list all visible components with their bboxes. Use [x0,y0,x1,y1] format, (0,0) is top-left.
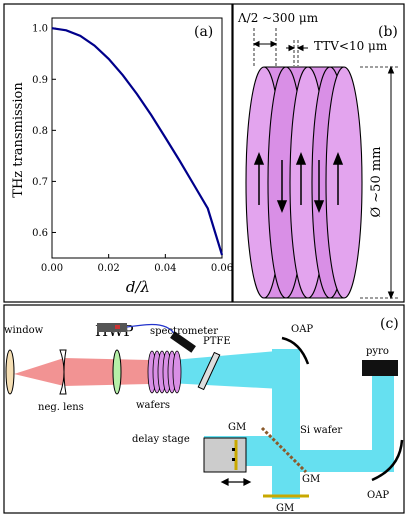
panel-c-frame [3,304,405,514]
pyro-label: pyro [366,346,389,357]
ptfe-label: PTFE [203,336,231,347]
gm-left-label: GM [228,422,246,433]
panel-b-label: (b) [378,24,398,40]
y-tick-label: 0.8 [32,126,48,137]
ttv-label: TTV<10 μm [314,39,388,53]
spectrometer-label: spectrometer [150,326,218,337]
y-tick-label: 0.7 [32,177,48,188]
wafers-element [147,350,182,394]
panel-b: (b) Λ/2 ~300 μm TTV<10 μm Ø ~50 mm [232,3,405,303]
spectrometer-box [97,323,127,332]
y-tick-label: 1.0 [32,24,48,35]
panel-c: (c) window neg. lens HWP [3,304,405,514]
panel-a-label: (a) [194,24,213,40]
x-tick-label: 0.06 [211,263,233,274]
hwp-element [112,349,122,395]
panel-a-frame [3,3,233,303]
x-tick-label: 0.00 [41,263,63,274]
oap-right-mirror [371,439,404,482]
delay-stage-label: delay stage [132,434,190,445]
wafer-face-5 [325,66,363,299]
oap-top-mirror [281,336,310,365]
ptfe-filter [197,351,221,391]
wafer-stack [245,66,363,299]
wafers-label: wafers [136,400,170,411]
si-wafer-beamsplitter [260,426,308,474]
gm-bottom-label: GM [276,503,294,514]
oap-right-label: OAP [367,490,389,501]
y-tick-label: 0.9 [32,75,48,86]
plot-area [51,17,223,259]
window-element [5,349,15,395]
panel-a: 0.00 0.02 0.04 0.06 0.6 0.7 0.8 0.9 1.0 (a) THz … [3,3,233,303]
gm-mid-label: GM [302,474,320,485]
axis-ticks: 0.00 0.02 0.04 0.06 0.6 0.7 0.8 0.9 1.0 [32,24,233,274]
x-tick-label: 0.04 [154,263,176,274]
y-tick-label: 0.6 [32,228,48,239]
panel-b-frame [232,3,405,303]
panel-c-label: (c) [380,316,399,332]
dimension-arrows [252,40,395,300]
negative-lens [59,349,67,395]
pyro-detector [362,360,398,376]
polarity-arrows [253,151,344,214]
fiber-coupler [170,331,196,353]
dimension-guides [253,28,398,299]
stage-motion-arrow [220,478,252,486]
y-axis-label: THz transmission [11,82,26,198]
oap-top-label: OAP [291,324,313,335]
transmission-curve [51,27,224,256]
si-wafer-label: Si wafer [300,425,342,436]
x-axis-label: d/λ [126,278,150,296]
delay-stage [203,437,247,473]
x-tick-label: 0.02 [98,263,120,274]
period-label: Λ/2 ~300 μm [237,11,319,25]
laser-beam [14,358,150,386]
diameter-label: Ø ~50 mm [369,146,384,217]
window-label: window [4,325,44,336]
neg-lens-label: neg. lens [38,402,84,413]
thz-beam [150,349,394,499]
